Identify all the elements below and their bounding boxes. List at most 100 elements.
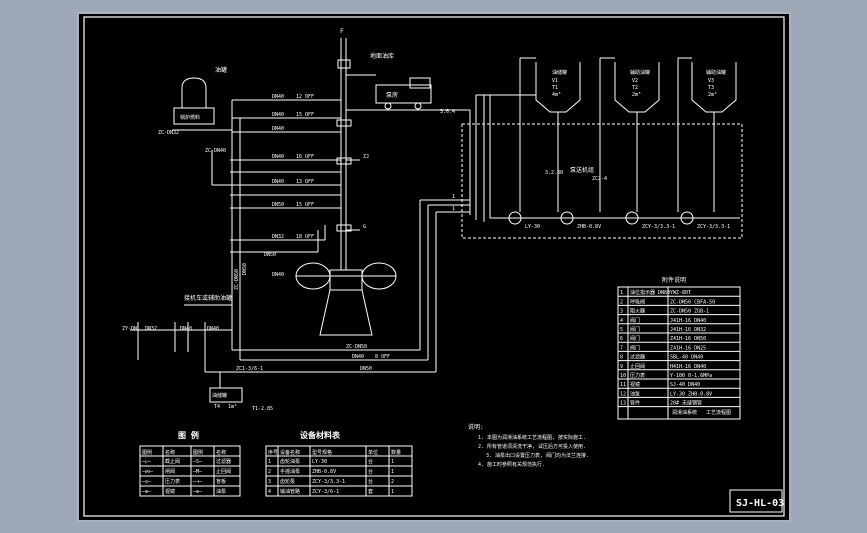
equipment-cell: 齿轮油泵 — [280, 458, 300, 465]
bottom-tank-line-2: 1m³ — [228, 404, 237, 410]
parts-row-spec: ZC-DN50 ZGB-1 — [670, 309, 709, 315]
unloading-area: 地面油库 泵房 3.6.4 — [346, 52, 470, 115]
legend-cell: ─⊕─ — [192, 489, 203, 495]
riser-top-label: F — [340, 28, 344, 35]
left-inlet-group: 接机车或辅助油罐 ZY-DN DN32 DN40 DN40 — [122, 294, 232, 372]
valve-tag-2: 15 OFF — [296, 112, 314, 118]
truck-label: 泵房 — [386, 91, 398, 99]
tank-3-l2: T3 — [708, 85, 714, 91]
machine-body: DN40 — [272, 262, 397, 336]
parts-row-index: 13 — [620, 401, 626, 407]
pump-box-label: 泵送机组 — [570, 166, 594, 174]
parts-row-index: 5 — [620, 327, 623, 333]
legend-cell: 截止阀 — [165, 458, 180, 465]
parts-row-name: 管件 — [630, 400, 640, 407]
equipment-cell: 1 — [391, 459, 394, 465]
lower-tag-3: 8 OFF — [375, 354, 390, 360]
equipment-table-title: 设备材料表 — [300, 430, 341, 440]
tank-2-title: 辅助油罐 — [630, 69, 650, 76]
upper-tank-name: 锅炉燃料 — [180, 114, 200, 121]
equipment-header: 型号规格 — [312, 449, 332, 456]
parts-row-index: 2 — [620, 299, 623, 305]
parts-row-name: 过滤器 — [630, 354, 645, 361]
pipe-tag-7: DN32 — [272, 234, 284, 240]
valve-tag-3: 16 OFF — [296, 154, 314, 160]
legend-cell: ─◎─ — [141, 479, 152, 485]
equipment-cell: ZHB-0.8V — [312, 469, 336, 475]
lower-tag-2: DN40 — [352, 354, 364, 360]
equipment-header: 数量 — [391, 449, 401, 456]
pump-1-label: LY-30 — [525, 224, 540, 230]
lower-tag-5: DN50 — [360, 366, 372, 372]
equipment-header: 序号 — [268, 449, 278, 456]
parts-row-name: 阀门 — [630, 326, 640, 333]
parts-row-spec: LY-30 ZHB-0.8V — [670, 391, 712, 397]
notes-title: 说明: — [468, 423, 484, 431]
valve-tag-1: 12 OFF — [296, 94, 314, 100]
lower-tag-4: ZC1-3/6-1 — [236, 366, 263, 372]
pipe-tag-5: DN40 — [272, 179, 284, 185]
pump-row: LY-30 ZHB-0.8V ZCY-3/3.3-1 ZCY-3/3.3-1 — [490, 140, 740, 230]
parts-row-name: 油位指示器 DN80 — [630, 289, 670, 296]
equipment-header: 设备名称 — [280, 449, 300, 456]
legend-cell: ─⊗─ — [141, 489, 152, 495]
equipment-cell: 1 — [391, 469, 394, 475]
parts-row-index: 8 — [620, 355, 623, 361]
parts-footer-1: 润滑油系统 — [672, 409, 697, 416]
parts-row-name: 压力表 — [630, 372, 645, 379]
parts-row-index: 11 — [620, 382, 626, 388]
parts-row-spec: YWZ-80T — [670, 290, 691, 296]
pump-3-label: ZCY-3/3.3-1 — [642, 224, 675, 230]
parts-table-title: 附件说明 — [662, 276, 686, 284]
tank-2-l3: 2m³ — [632, 92, 641, 98]
legend-cell: ─⋈─ — [141, 469, 154, 475]
bottom-tank-line-1: T4 — [214, 404, 220, 410]
parts-row-index: 1 — [620, 290, 623, 296]
equipment-cell: 2 — [268, 469, 271, 475]
vertical-tag-b: ZC-DN50 — [234, 269, 240, 290]
inlet-tag-1: 1 — [452, 194, 455, 200]
parts-row-spec: J41H-16 DN40 — [670, 318, 706, 324]
pump-2-label: ZHB-0.8V — [577, 224, 601, 230]
inlet-tag-2: 1 — [452, 206, 455, 212]
valve-tag-6: 18 OFF — [296, 234, 314, 240]
legend-header: 名称 — [216, 449, 226, 456]
left-tag-3: DN40 — [180, 326, 192, 332]
unload-label: 地面油库 — [370, 52, 394, 60]
parts-row-spec: SJ-40 DN40 — [670, 382, 700, 388]
parts-row-name: 阀门 — [630, 344, 640, 351]
equipment-cell: ZCY-3/6-1 — [312, 489, 339, 495]
legend-title: 图 例 — [178, 430, 199, 440]
legend-cell: ─S─ — [192, 459, 203, 465]
pipe-tag-4: DN40 — [272, 154, 284, 160]
equipment-cell: 齿轮泵 — [280, 478, 295, 485]
legend-cell: 油泵 — [216, 488, 226, 495]
legend-table: 图 例 图例名称图例名称─▷─截止阀─S─过滤器─⋈─闸阀─M─止回阀─◎─压力… — [139, 430, 241, 497]
branch-lines: DN40 DN40 DN40 DN40 DN40 DN50 DN32 DN50 … — [211, 94, 369, 360]
zj-tag: 3.6.4 — [440, 109, 455, 115]
equipment-cell: 输油管路 — [280, 488, 300, 495]
parts-row-spec: 20# 无缝钢管 — [670, 400, 702, 407]
tank-3-l1: V3 — [708, 78, 714, 84]
valve-tag-4: 13 OFF — [296, 179, 314, 185]
bottom-tank-title: 油储罐 — [212, 392, 227, 399]
legend-cell: 止回阀 — [216, 468, 231, 475]
parts-row-name: 油泵 — [630, 390, 640, 397]
equipment-cell: 1 — [268, 459, 271, 465]
upper-tank-code: ZC-DN32 — [158, 130, 179, 136]
left-tag-4: DN40 — [207, 326, 219, 332]
left-note: 接机车或辅助油罐 — [184, 294, 232, 302]
pump-box: 泵送机组 ZC2-4 3.2.80 — [461, 94, 743, 239]
parts-row-spec: ZC-DN50 CBFA-50 — [670, 299, 715, 305]
bottom-tank-code: T1-2.85 — [252, 406, 273, 412]
notes-line-1: 1. 本图为润滑油系统工艺流程图, 按实际施工. — [478, 434, 586, 441]
upper-tank-code-2: ZC-DN40 — [205, 148, 226, 154]
tank-3: 辅助油罐 V3 T3 2m³ — [677, 57, 737, 140]
parts-row-index: 12 — [620, 391, 626, 397]
legend-header: 图例 — [142, 449, 152, 456]
pump-4-label: ZCY-3/3.3-1 — [697, 224, 730, 230]
